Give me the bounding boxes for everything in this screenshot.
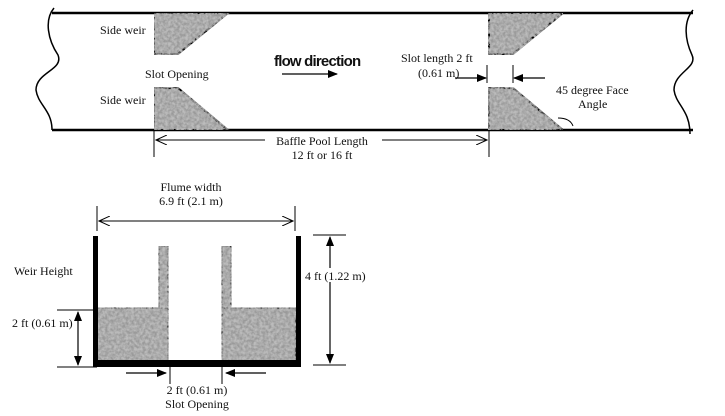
face-angle-label-2: Angle [578, 97, 607, 111]
pool-length-label: Baffle Pool Length [276, 134, 368, 148]
weir-block-right [221, 307, 297, 362]
weir-block-left [96, 307, 169, 362]
side-weir-top-label: Side weir [100, 23, 146, 37]
pool-length-value: 12 ft or 16 ft [292, 148, 353, 162]
face-angle-label: 45 degree Face [556, 83, 629, 97]
slot-opening-section-label: Slot Opening [165, 397, 229, 411]
side-weir-lower-left [153, 87, 231, 131]
break-line-right [673, 9, 694, 135]
side-weir-lower-right [488, 87, 566, 131]
side-weir-bottom-label: Side weir [100, 93, 146, 107]
flume-wall-right [296, 236, 301, 367]
flume-wall-left [93, 236, 98, 367]
flume-width-value: 6.9 ft (2.1 m) [159, 194, 223, 208]
flow-direction-label: flow direction [274, 53, 361, 70]
section-view: Flume width 6.9 ft (2.1 m) 4 ft (1.22 m)… [12, 180, 366, 411]
angle-arc-icon [557, 117, 574, 127]
wall-height-value: 4 ft (1.22 m) [305, 269, 366, 283]
slot-opening-label: Slot Opening [145, 67, 209, 81]
slot-length-metric: (0.61 m) [418, 66, 459, 80]
weir-post-left [158, 245, 169, 309]
weir-post-right [221, 245, 232, 309]
weir-height-value: 2 ft (0.61 m) [12, 316, 73, 330]
weir-height-label: Weir Height [14, 264, 73, 278]
slot-length-label: Slot length 2 ft [401, 51, 473, 65]
break-line-left [35, 7, 60, 131]
side-weir-upper-left [153, 12, 231, 55]
slot-opening-value: 2 ft (0.61 m) [167, 383, 228, 397]
flume-floor [93, 360, 301, 367]
side-weir-upper-right [488, 12, 566, 55]
plan-view: Side weir Slot Opening Side weir flow di… [35, 7, 694, 162]
flume-width-label: Flume width [160, 180, 221, 194]
